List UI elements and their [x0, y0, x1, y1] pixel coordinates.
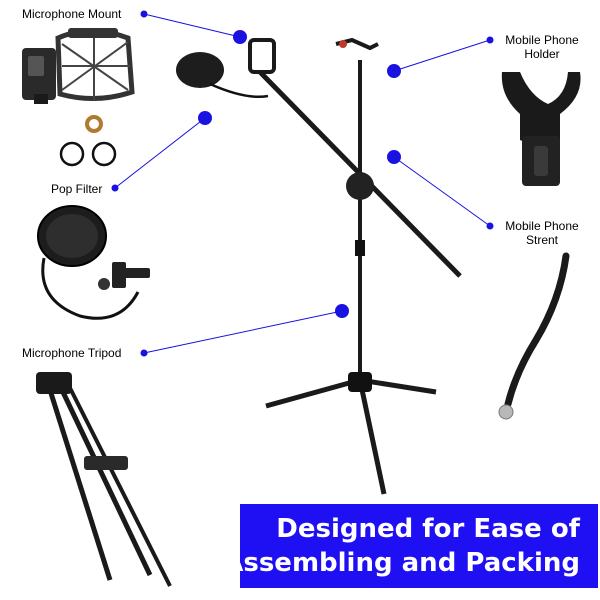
callout-dots [111, 10, 494, 357]
callout-dot-microphone-tripod [140, 349, 148, 357]
callout-line-microphone-mount [143, 13, 241, 38]
microphone-mount-illustration [22, 28, 135, 104]
callout-target-mobile-phone-holder [387, 64, 401, 78]
label-mobile-phone-strent-line2: Strent [525, 233, 558, 247]
banner-line-1: Designed for Ease of [276, 514, 580, 544]
callout-target-pop-filter [198, 111, 212, 125]
label-mobile-phone-strent-line1: Mobile Phone [505, 219, 579, 233]
callout-target-microphone-mount [233, 30, 247, 44]
label-mobile-phone-strent: Mobile Phone Strent [500, 219, 584, 247]
boom-stand-illustration [176, 37, 462, 495]
mobile-phone-strent-illustration [498, 252, 570, 420]
folded-tripod-illustration [36, 372, 172, 587]
rings-illustration [59, 115, 117, 167]
callout-dot-pop-filter [111, 184, 119, 192]
label-mobile-phone-holder-line1: Mobile Phone [505, 33, 579, 47]
label-mobile-phone-holder-line2: Holder [524, 47, 560, 61]
pop-filter-illustration [37, 205, 150, 320]
label-microphone-tripod: Microphone Tripod [22, 346, 122, 360]
callout-dot-microphone-mount [140, 10, 148, 18]
callout-target-mobile-phone-strent [387, 150, 401, 164]
label-pop-filter: Pop Filter [51, 182, 103, 196]
callout-dot-mobile-phone-strent [486, 222, 494, 230]
promo-banner: Designed for Ease of Assembling and Pack… [223, 504, 598, 588]
callout-line-mobile-phone-strent [393, 156, 491, 227]
callout-line-microphone-tripod [143, 310, 343, 354]
mobile-phone-holder-illustration [501, 72, 581, 186]
callout-line-pop-filter [114, 117, 206, 189]
callout-target-microphone-tripod [335, 304, 349, 318]
callout-lines [114, 13, 491, 354]
banner-line-2: Assembling and Packing [223, 548, 580, 578]
label-mobile-phone-holder: Mobile Phone Holder [500, 33, 584, 61]
label-microphone-mount: Microphone Mount [22, 7, 122, 21]
callout-line-mobile-phone-holder [393, 39, 491, 72]
callout-dot-mobile-phone-holder [486, 36, 494, 44]
